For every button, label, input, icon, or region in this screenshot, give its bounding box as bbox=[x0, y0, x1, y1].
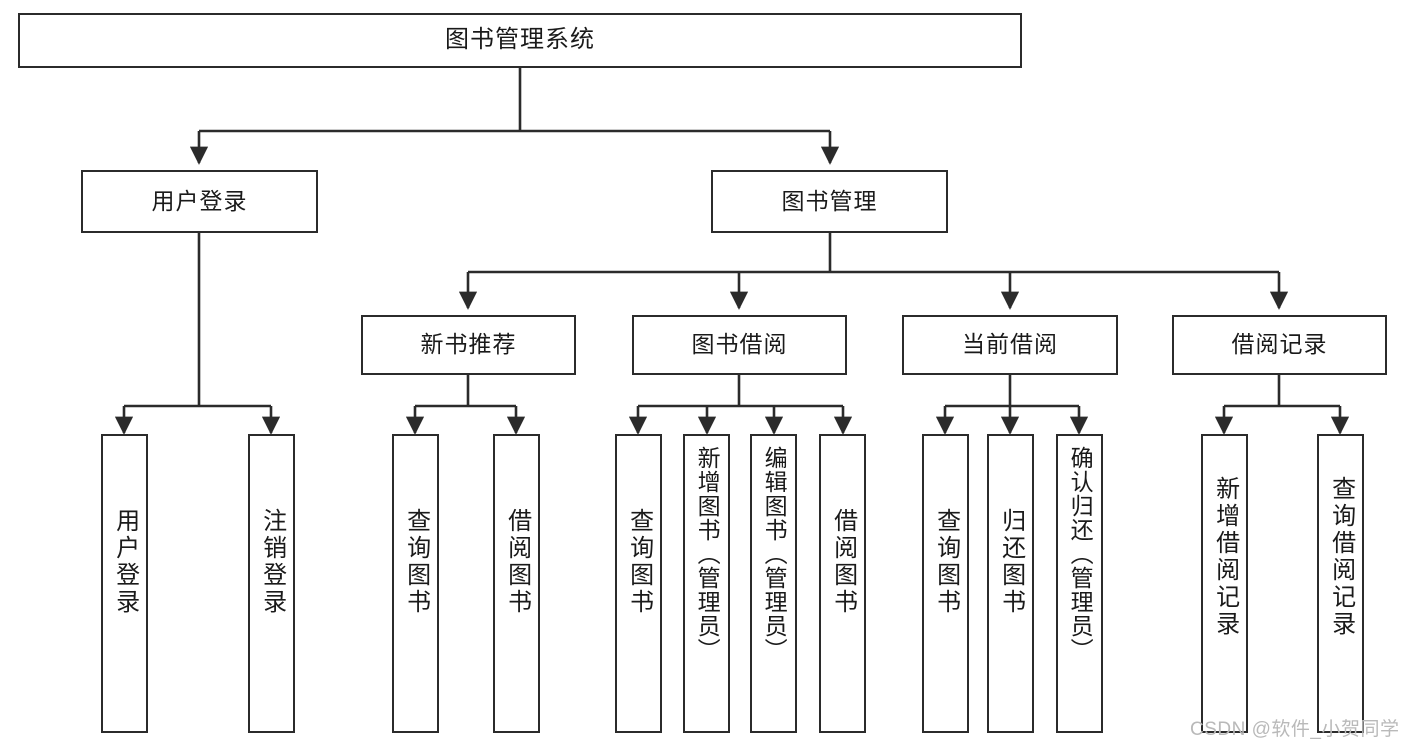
leaf-add-book-admin[interactable]: 新增图书（管理员） bbox=[683, 434, 730, 733]
node-user-login[interactable]: 用户登录 bbox=[81, 170, 318, 233]
node-label: 用户登录 bbox=[151, 187, 248, 214]
leaf-label: 借阅图书 bbox=[829, 508, 857, 616]
leaf-label: 新增借阅记录 bbox=[1211, 476, 1239, 638]
node-label: 借阅记录 bbox=[1231, 331, 1328, 358]
node-book-manage[interactable]: 图书管理 bbox=[711, 170, 948, 233]
node-label: 图书管理系统 bbox=[445, 26, 595, 54]
leaf-query-book-borrow[interactable]: 查询图书 bbox=[615, 434, 662, 733]
leaf-query-borrow-record[interactable]: 查询借阅记录 bbox=[1317, 434, 1364, 733]
node-borrow-record[interactable]: 借阅记录 bbox=[1172, 315, 1387, 375]
leaf-query-book-recommend[interactable]: 查询图书 bbox=[392, 434, 439, 733]
node-new-book-recommend[interactable]: 新书推荐 bbox=[361, 315, 576, 375]
leaf-label: 查询图书 bbox=[932, 508, 960, 616]
leaf-label: 新增图书（管理员） bbox=[694, 446, 721, 662]
leaf-label: 确认归还（管理员） bbox=[1067, 446, 1094, 662]
node-root-system[interactable]: 图书管理系统 bbox=[18, 13, 1022, 68]
leaf-edit-book-admin[interactable]: 编辑图书（管理员） bbox=[750, 434, 797, 733]
leaf-label: 查询借阅记录 bbox=[1327, 476, 1355, 638]
leaf-confirm-return-admin[interactable]: 确认归还（管理员） bbox=[1056, 434, 1103, 733]
leaf-label: 编辑图书（管理员） bbox=[761, 446, 788, 662]
node-current-borrow[interactable]: 当前借阅 bbox=[902, 315, 1118, 375]
leaf-logout-login[interactable]: 注销登录 bbox=[248, 434, 295, 733]
node-label: 图书管理 bbox=[781, 187, 878, 214]
node-book-borrow[interactable]: 图书借阅 bbox=[632, 315, 847, 375]
leaf-add-borrow-record[interactable]: 新增借阅记录 bbox=[1201, 434, 1248, 733]
node-label: 当前借阅 bbox=[962, 331, 1058, 358]
leaf-borrow-book-recommend[interactable]: 借阅图书 bbox=[493, 434, 540, 733]
watermark-text: CSDN @软件_小贺同学 bbox=[1190, 719, 1400, 740]
leaf-label: 用户登录 bbox=[111, 508, 139, 616]
node-label: 新书推荐 bbox=[420, 331, 517, 358]
leaf-label: 查询图书 bbox=[625, 508, 653, 616]
leaf-return-book[interactable]: 归还图书 bbox=[987, 434, 1034, 733]
leaf-user-login[interactable]: 用户登录 bbox=[101, 434, 148, 733]
leaf-label: 注销登录 bbox=[258, 508, 286, 616]
leaf-label: 借阅图书 bbox=[503, 508, 531, 616]
leaf-query-book-current[interactable]: 查询图书 bbox=[922, 434, 969, 733]
leaf-label: 查询图书 bbox=[402, 508, 430, 616]
leaf-label: 归还图书 bbox=[997, 508, 1025, 616]
leaf-borrow-book[interactable]: 借阅图书 bbox=[819, 434, 866, 733]
node-label: 图书借阅 bbox=[691, 331, 788, 358]
